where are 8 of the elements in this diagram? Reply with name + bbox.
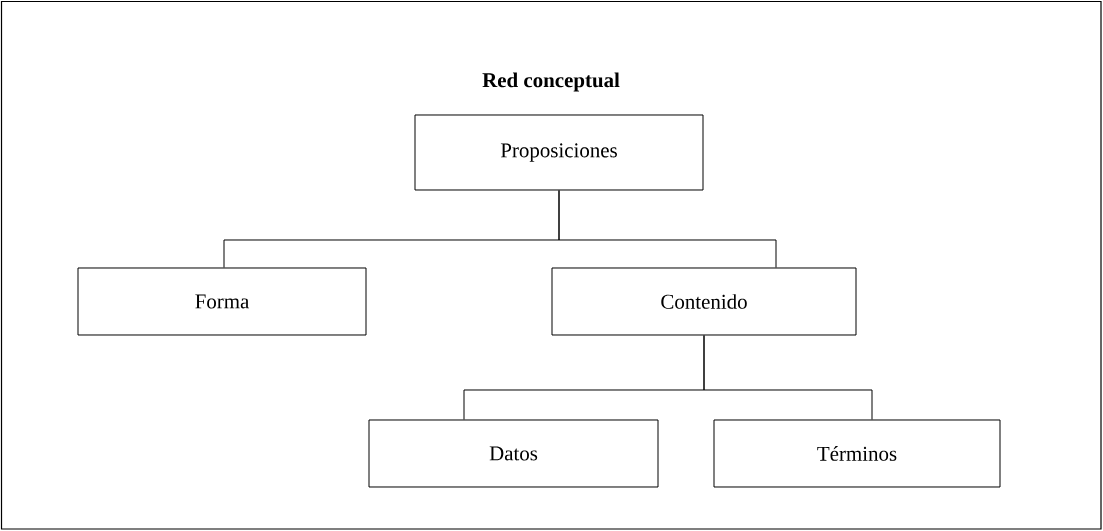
concept-box: Términos: [713, 419, 1001, 488]
concept-box: Contenido: [551, 267, 857, 336]
connector-line: [703, 335, 873, 420]
connector-line: [558, 190, 777, 268]
title: Red conceptual: [482, 72, 620, 92]
concept-box: Datos: [368, 419, 659, 488]
concept-box: Forma: [77, 267, 367, 336]
concept-box: Proposiciones: [414, 114, 704, 191]
